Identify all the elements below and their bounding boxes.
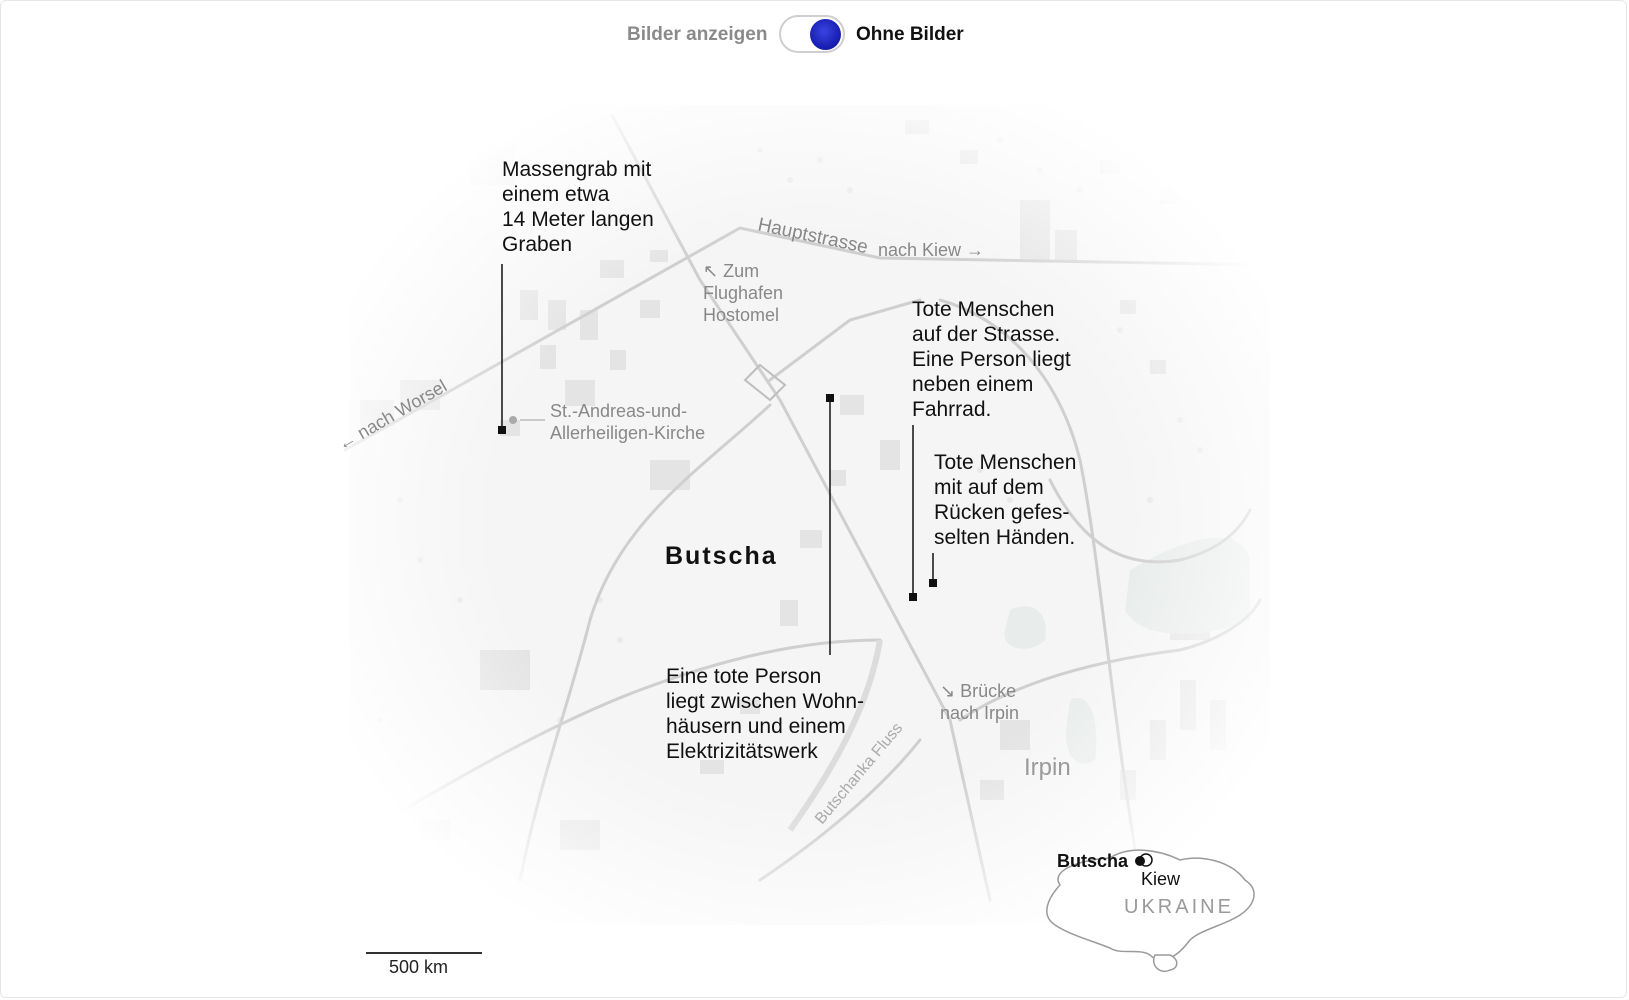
- street-bodies-marker: [909, 593, 917, 601]
- irpin-city-label: Irpin: [1024, 754, 1071, 781]
- show-images-label[interactable]: Bilder anzeigen: [627, 24, 768, 45]
- bound-hands-annotation: Tote Menschen mit auf dem Rücken gefes- …: [934, 451, 1077, 549]
- no-images-label[interactable]: Ohne Bilder: [856, 24, 964, 45]
- bound-hands-marker: [929, 579, 937, 587]
- annotation-leaders: [501, 264, 934, 655]
- church-label: St.-Andreas-und- Allerheiligen-Kirche: [550, 401, 706, 443]
- mass-grave-marker: [498, 426, 506, 434]
- annotation-markers: [498, 394, 937, 601]
- bridge-label: ↘ Brücke nach Irpin: [940, 681, 1020, 723]
- main-road-direction-label: nach Kiew →: [878, 240, 984, 260]
- scale-label: 500 km: [389, 957, 449, 977]
- image-toggle-bar: Bilder anzeigen Ohne Bilder: [0, 15, 1629, 55]
- inset-butscha-label: Butscha: [1057, 851, 1129, 871]
- airport-label: ↖ Zum Flughafen Hostomel: [703, 261, 784, 325]
- inset-kiew-label: Kiew: [1141, 869, 1181, 889]
- mass-grave-annotation: Massengrab mit einem etwa 14 Meter lange…: [502, 158, 654, 256]
- butscha-city-label: Butscha: [665, 542, 778, 570]
- church-marker: [509, 416, 517, 424]
- power-plant-marker: [826, 394, 834, 402]
- street-bodies-annotation: Tote Menschen auf der Strasse. Eine Pers…: [912, 298, 1071, 421]
- toggle-knob[interactable]: [810, 19, 841, 50]
- ukraine-outline: [1046, 849, 1255, 961]
- butscha-dot: [1135, 856, 1145, 866]
- image-toggle-switch[interactable]: [779, 15, 845, 53]
- ukraine-inset: [1046, 849, 1255, 972]
- inset-ukraine-label: UKRAINE: [1124, 896, 1234, 918]
- map-edge-fade: [330, 90, 1290, 950]
- power-plant-annotation: Eine tote Person liegt zwischen Wohn- hä…: [666, 665, 865, 763]
